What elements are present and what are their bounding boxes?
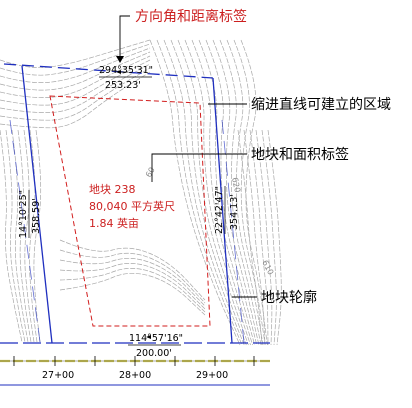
contour-line-21 (0, 67, 151, 121)
segment-label-bottom: 114°57'16" 200.00' (128, 333, 183, 359)
contour-line-33 (59, 263, 206, 310)
parcel-area-sqft: 80,040 平方英尺 (89, 199, 175, 213)
contour-line-30 (59, 239, 206, 301)
contour-label-620: 620 (230, 177, 242, 194)
contour-line-37 (243, 129, 266, 346)
callout-bearing-distance: 方向角和距离标签 (135, 8, 247, 25)
parcel-boundary-left-dash (9, 119, 41, 343)
contour-line-38 (249, 129, 269, 346)
contour-line-2 (163, 39, 245, 346)
contour-line-1 (156, 39, 243, 346)
setback-area (49, 95, 211, 327)
contour-lines (0, 39, 282, 346)
left-bearing: 14°10'25" (18, 190, 29, 238)
leader-bearing (119, 15, 130, 57)
segment-label-left: 14°10'25" 358.59' (18, 190, 42, 238)
contour-line-9 (212, 39, 260, 346)
callout-parcel-area: 地块和面积标签 (251, 146, 349, 163)
contour-line-19 (0, 59, 151, 106)
contour-line-3 (170, 39, 247, 346)
contour-line-7 (198, 39, 256, 346)
segment-label-right: 22°42'47" 354.13' (214, 186, 240, 234)
contour-line-11 (226, 39, 264, 346)
contour-line-23 (0, 129, 23, 343)
contour-line-13 (240, 39, 268, 346)
segment-label-top: 294°35'31" 253.23' (99, 65, 153, 91)
station-label-2: 28+00 (119, 370, 151, 381)
parcel-area-label: 地块 238 80,040 平方英尺 1.84 英亩 (89, 183, 175, 230)
right-distance: 354.13' (229, 194, 240, 230)
station-label-1: 27+00 (42, 370, 74, 381)
contour-line-34 (59, 268, 206, 313)
station-ticks (13, 356, 255, 366)
contour-line-15 (0, 43, 151, 76)
contour-line-17 (0, 51, 151, 91)
callout-setback-area: 缩进直线可建立的区域 (251, 96, 391, 113)
parcel-boundary-right (212, 77, 233, 344)
station-label-3: 29+00 (196, 370, 228, 381)
contour-line-6 (191, 39, 253, 346)
contour-line-0 (149, 39, 241, 346)
parcel-boundary-right-dash (221, 119, 245, 344)
contour-line-5 (184, 39, 251, 346)
top-distance: 253.23' (105, 80, 141, 91)
contour-line-25 (11, 129, 29, 343)
contour-line-12 (233, 39, 266, 346)
left-distance: 358.59' (31, 198, 42, 234)
contour-line-10 (219, 39, 262, 346)
contour-line-29 (33, 129, 42, 343)
parcel-name: 地块 238 (89, 183, 136, 196)
contour-label-60: 60 (144, 166, 157, 179)
bottom-bearing: 114°57'16" (129, 333, 183, 344)
contour-line-36 (237, 129, 263, 346)
contour-label-610: 610 (260, 259, 275, 277)
parcel-boundary-left (21, 65, 53, 344)
bottom-distance: 200.00' (136, 348, 172, 359)
top-bearing: 294°35'31" (99, 65, 153, 76)
contour-line-39 (255, 129, 273, 346)
contour-line-32 (59, 258, 206, 307)
contour-line-41 (267, 129, 282, 346)
contour-line-4 (177, 39, 249, 346)
contour-line-26 (17, 129, 32, 343)
contour-line-27 (23, 129, 35, 343)
parcel-outline (0, 63, 270, 344)
contour-line-18 (0, 55, 151, 98)
right-bearing: 22°42'47" (214, 186, 225, 234)
contour-line-14 (0, 39, 151, 69)
contour-line-40 (261, 129, 277, 346)
contour-line-24 (5, 129, 26, 343)
leader-parcel-label (151, 153, 247, 182)
contour-line-16 (0, 47, 151, 83)
callout-leaders (119, 15, 257, 298)
contour-line-8 (205, 39, 258, 346)
parcel-area-acres: 1.84 英亩 (89, 216, 139, 230)
contour-line-20 (0, 63, 151, 114)
arrow-bearing-icon (116, 56, 124, 63)
contour-line-31 (59, 249, 206, 304)
contour-line-35 (59, 273, 206, 316)
callout-parcel-outline: 地块轮廓 (261, 289, 317, 306)
